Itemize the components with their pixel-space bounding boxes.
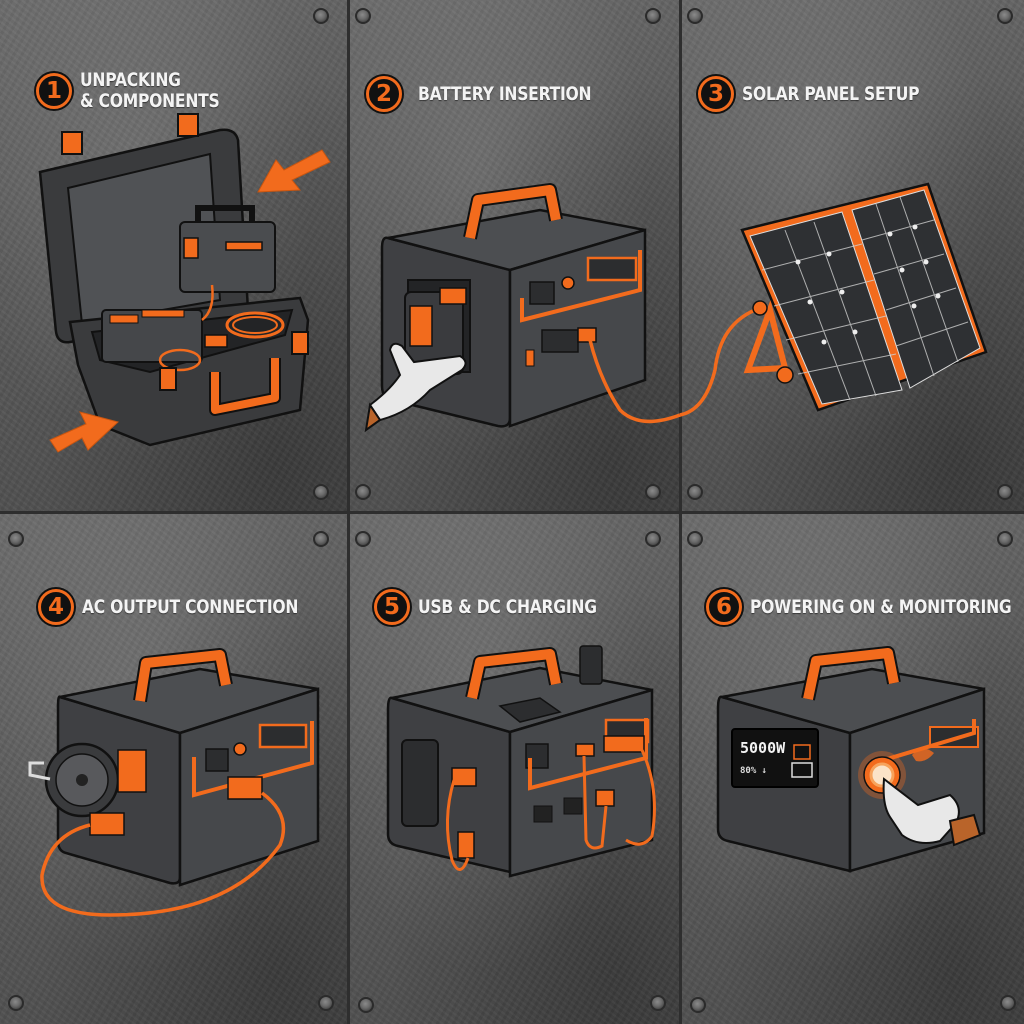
step-title-line: Unpacking — [80, 69, 181, 91]
ac-output-illustration — [28, 645, 330, 925]
rivet-icon — [687, 8, 703, 24]
rivet-icon — [997, 484, 1013, 500]
rivet-icon — [318, 995, 334, 1011]
step-header-3: 3 Solar Panel Setup — [698, 76, 958, 112]
rivet-icon — [645, 531, 661, 547]
step-number-badge: 6 — [706, 589, 742, 625]
rivet-icon — [313, 484, 329, 500]
horizontal-divider — [0, 511, 1024, 514]
step-title-line: Battery Insertion — [418, 82, 592, 105]
rivet-icon — [355, 484, 371, 500]
step-header-6: 6 Powering On & Monitoring — [706, 589, 1024, 625]
arrow-icon — [49, 149, 331, 453]
unpacking-case-illustration — [30, 110, 340, 460]
rivet-icon — [1000, 995, 1016, 1011]
step-header-1: 1 Unpacking & Components — [36, 70, 250, 112]
battery-insertion-illustration — [364, 180, 681, 440]
rivet-icon — [687, 484, 703, 500]
step-title-line: USB & DC Charging — [418, 595, 597, 618]
power-on-illustration: 5000W 80% ↓ — [712, 645, 1002, 875]
step-title: AC Output Connection — [82, 595, 299, 618]
usb-dc-charging-illustration — [380, 640, 670, 880]
battery-readout: 80% ↓ — [740, 766, 767, 776]
step-title-line: Solar Panel Setup — [742, 82, 920, 105]
rivet-icon — [313, 8, 329, 24]
step-number-badge: 5 — [374, 589, 410, 625]
rivet-icon — [8, 995, 24, 1011]
rivet-icon — [690, 997, 706, 1013]
rivet-icon — [650, 995, 666, 1011]
rivet-icon — [355, 531, 371, 547]
step-title-line: & Components — [80, 90, 220, 112]
power-readout: 5000W — [740, 739, 786, 757]
step-number-badge: 4 — [38, 589, 74, 625]
rivet-icon — [997, 8, 1013, 24]
rivet-icon — [8, 531, 24, 547]
step-title-line: AC Output Connection — [82, 595, 299, 618]
step-number-badge: 2 — [366, 76, 402, 112]
rivet-icon — [358, 997, 374, 1013]
step-header-4: 4 AC Output Connection — [38, 589, 346, 625]
step-number-badge: 1 — [36, 73, 72, 109]
step-header-5: 5 USB & DC Charging — [374, 589, 636, 625]
rivet-icon — [313, 531, 329, 547]
step-title: Solar Panel Setup — [742, 82, 920, 105]
step-title: Unpacking & Components — [80, 69, 220, 112]
rivet-icon — [997, 531, 1013, 547]
step-title: Battery Insertion — [418, 82, 592, 105]
rivet-icon — [687, 531, 703, 547]
step-title: USB & DC Charging — [418, 595, 597, 618]
solar-panel-illustration — [679, 170, 1010, 450]
step-title: Powering On & Monitoring — [750, 595, 1012, 618]
lcd-display — [731, 728, 819, 788]
step-title-line: Powering On & Monitoring — [750, 595, 1012, 618]
power-button-icon — [858, 751, 906, 799]
rivet-icon — [355, 8, 371, 24]
step-header-2: 2 Battery Insertion — [366, 76, 629, 112]
rivet-icon — [645, 8, 661, 24]
step-number-badge: 3 — [698, 76, 734, 112]
rivet-icon — [645, 484, 661, 500]
